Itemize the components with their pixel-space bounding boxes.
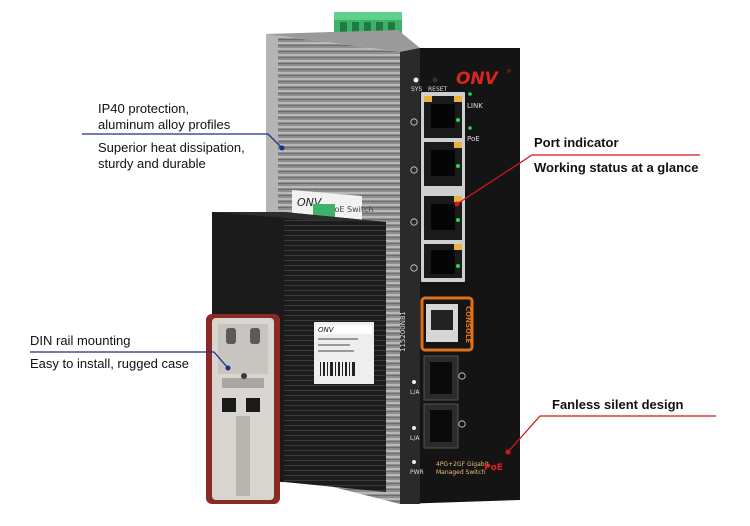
product-sticker: ONV — [314, 322, 374, 384]
rj45-port-group — [421, 92, 465, 282]
sticker-brand: ONV — [318, 326, 335, 334]
model-text-2: Managed Switch — [436, 469, 486, 476]
din-rail-clip — [206, 314, 280, 504]
svg-text:SYS: SYS — [411, 86, 422, 93]
svg-text:RESET: RESET — [428, 86, 448, 93]
callout-port-title: Port indicator — [534, 135, 619, 150]
svg-text:LINK: LINK — [467, 102, 483, 110]
model-text-1: 4PG+2GF Gigabit — [436, 461, 489, 468]
callout-ip40-line2: aluminum alloy profiles — [98, 117, 231, 132]
callout-din-subtitle: Easy to install, rugged case — [30, 356, 189, 371]
svg-text:115200N81: 115200N81 — [399, 311, 407, 352]
sfp-port-group — [423, 355, 466, 449]
brand-logo: ONV — [456, 69, 500, 89]
poe-badge: PoE — [484, 463, 503, 473]
svg-text:®: ® — [507, 68, 511, 75]
svg-text:L/A: L/A — [410, 435, 420, 442]
callout-fanless-title: Fanless silent design — [552, 397, 684, 412]
callout-ip40-line1: IP40 protection, — [98, 101, 190, 116]
console-port: CONSOLE — [420, 296, 474, 352]
side-sticker-text: PoE Switch — [330, 205, 373, 214]
callout-heat-line2: sturdy and durable — [98, 156, 206, 171]
svg-text:CONSOLE: CONSOLE — [464, 306, 472, 343]
svg-text:PWR: PWR — [410, 469, 424, 476]
callout-heat-line1: Superior heat dissipation, — [98, 140, 245, 155]
callout-din-title: DIN rail mounting — [30, 333, 131, 348]
callout-port-subtitle: Working status at a glance — [534, 160, 699, 175]
svg-text:PoE: PoE — [467, 135, 480, 143]
svg-text:L/A: L/A — [410, 389, 420, 396]
